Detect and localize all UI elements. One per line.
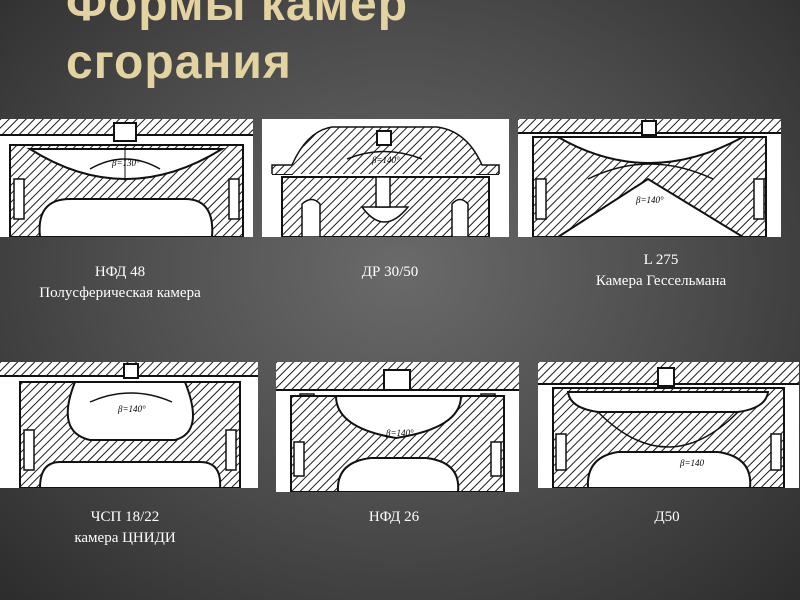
caption-line-2: камера ЦНИДИ bbox=[74, 530, 176, 546]
figure-dr3050: β=140° bbox=[262, 119, 509, 237]
slide-title-line-2: сгорания bbox=[66, 36, 292, 89]
beta-label: β=130° bbox=[111, 158, 140, 168]
caption-line-1: L 275 bbox=[643, 252, 679, 268]
diagram-nfd26: β=140° bbox=[276, 362, 519, 492]
slide-title: Формы камер сгорания bbox=[66, 0, 408, 92]
caption-chsp1822: ЧСП 18/22 камера ЦНИДИ bbox=[5, 507, 245, 549]
caption-l275: L 275 Камера Гессельмана bbox=[541, 250, 781, 292]
caption-line-2: Полусферическая камера bbox=[39, 285, 201, 301]
slide-title-line-1: Формы камер bbox=[66, 0, 409, 31]
caption-dr3050: ДР 30/50 bbox=[270, 262, 510, 283]
beta-label: β=140° bbox=[635, 195, 664, 205]
caption-nfd48: НФД 48 Полусферическая камера bbox=[0, 262, 240, 304]
figure-nfd26: β=140° bbox=[276, 362, 519, 492]
caption-line-1: Д50 bbox=[654, 509, 680, 525]
figure-d50: β=140 bbox=[538, 362, 799, 488]
caption-d50: Д50 bbox=[547, 507, 787, 528]
diagram-nfd48: β=130° bbox=[0, 119, 253, 237]
figure-l275: β=140° bbox=[518, 119, 781, 237]
caption-nfd26: НФД 26 bbox=[274, 507, 514, 528]
figure-chsp1822: β=140° bbox=[0, 362, 258, 488]
diagram-l275: β=140° bbox=[518, 119, 781, 237]
figure-nfd48: β=130° bbox=[0, 119, 253, 237]
caption-line-1: ДР 30/50 bbox=[361, 264, 419, 280]
caption-line-1: НФД 48 bbox=[94, 264, 146, 280]
diagram-dr3050: β=140° bbox=[271, 126, 500, 237]
caption-line-1: НФД 26 bbox=[368, 509, 420, 525]
diagram-d50: β=140 bbox=[538, 362, 799, 488]
beta-label: β=140° bbox=[371, 155, 400, 165]
beta-label: β=140° bbox=[117, 404, 146, 414]
caption-line-2: Камера Гессельмана bbox=[595, 273, 727, 289]
diagram-chsp1822: β=140° bbox=[0, 362, 258, 488]
caption-line-1: ЧСП 18/22 bbox=[90, 509, 160, 525]
beta-label: β=140 bbox=[679, 458, 705, 468]
beta-label: β=140° bbox=[385, 428, 414, 438]
